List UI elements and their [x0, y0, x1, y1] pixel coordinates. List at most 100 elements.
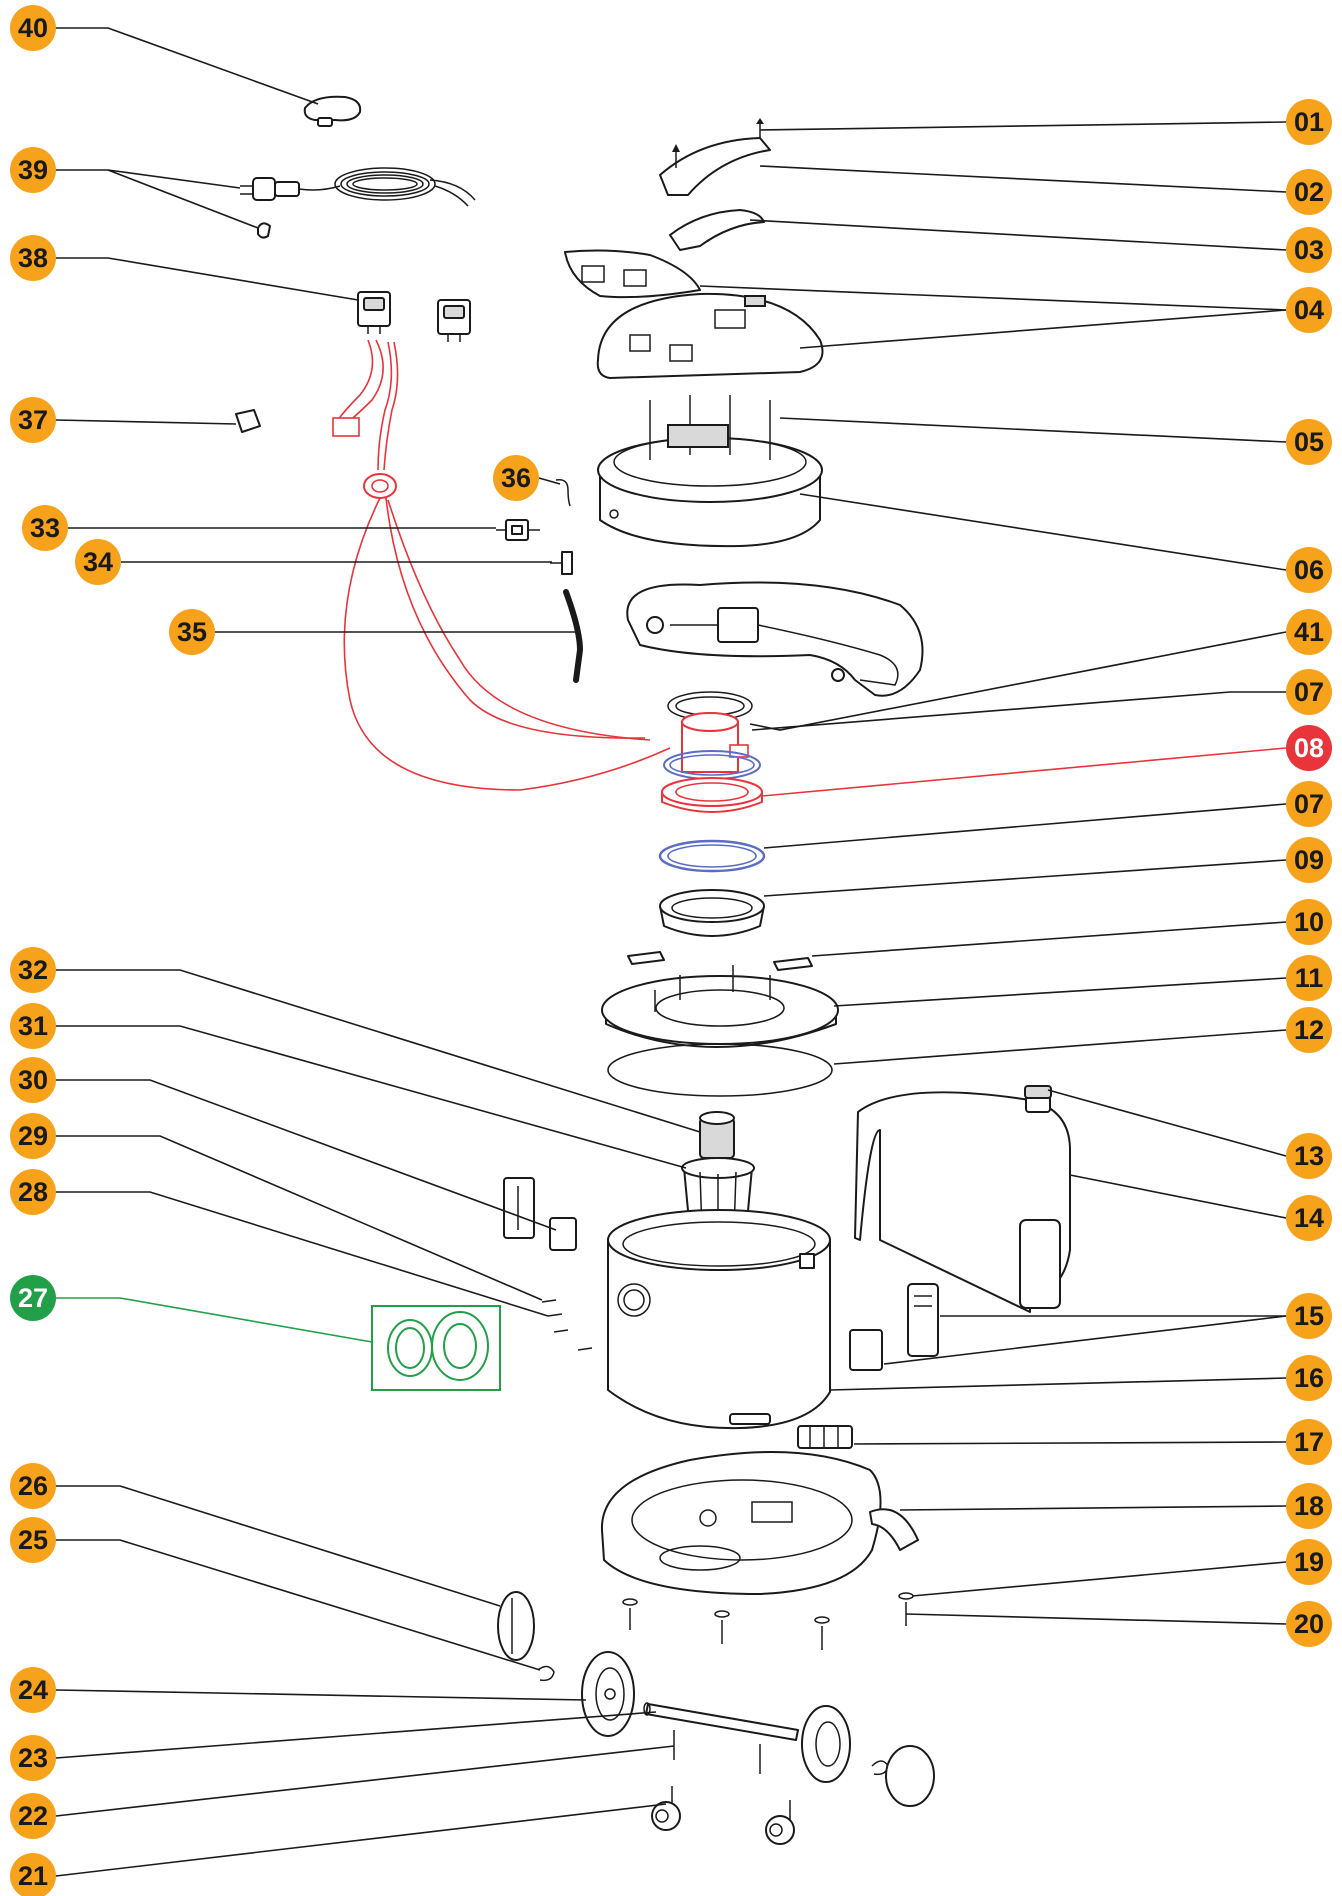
- callout-circle-21: [10, 1853, 56, 1896]
- callout-circle-07b: [1286, 781, 1332, 827]
- part-41-motor: [626, 581, 924, 697]
- callout-label-26: 26: [18, 1471, 48, 1501]
- callout-label-06: 06: [1294, 555, 1324, 585]
- leader-line-40: [56, 27, 319, 105]
- callout-badge-21: 21: [10, 1853, 56, 1896]
- leader-line-32: [56, 969, 701, 1133]
- callout-label-05: 05: [1294, 427, 1324, 457]
- callout-circle-29: [10, 1113, 56, 1159]
- part-06-motor-housing: [597, 395, 823, 548]
- callout-badge-26: 26: [10, 1463, 56, 1509]
- part-27-inlet-assembly: [371, 1305, 501, 1391]
- callout-circle-34: [75, 539, 121, 585]
- leader-line-30: [56, 1079, 557, 1231]
- part-23-axle: [643, 1702, 799, 1741]
- part-08-motor-cup: [661, 712, 763, 813]
- leader-line-23: [55, 1711, 657, 1759]
- callout-label-13: 13: [1294, 1141, 1324, 1171]
- callout-circle-15: [1286, 1293, 1332, 1339]
- leader-line-37: [55, 419, 237, 425]
- leader-line-11: [833, 977, 1287, 1007]
- part-04-top-cover: [564, 249, 824, 379]
- callout-badge-18: 18: [1286, 1483, 1332, 1529]
- callout-badge-38: 38: [10, 235, 56, 281]
- leader-line-25: [56, 1539, 541, 1671]
- callout-label-33: 33: [30, 513, 60, 543]
- callout-badge-25: 25: [10, 1517, 56, 1563]
- callout-badge-35: 35: [169, 609, 215, 655]
- callout-circle-01: [1286, 99, 1332, 145]
- part-24-wheel-right: [801, 1705, 935, 1807]
- callout-badge-39: 39: [10, 147, 56, 193]
- callout-badge-03: 03: [1286, 227, 1332, 273]
- callout-circle-31: [10, 1003, 56, 1049]
- leader-line-09: [763, 859, 1287, 897]
- callout-badge-17: 17: [1286, 1419, 1332, 1465]
- leader-line-13: [1047, 1089, 1287, 1157]
- part-34-pin: [550, 551, 573, 575]
- callout-label-34: 34: [83, 547, 113, 577]
- leader-line-18: [899, 1505, 1287, 1511]
- callout-label-12: 12: [1294, 1015, 1324, 1045]
- part-22-screws: [673, 1730, 761, 1774]
- callout-label-10: 10: [1294, 907, 1324, 937]
- leader-line-27: [56, 1297, 373, 1343]
- callout-label-25: 25: [18, 1525, 48, 1555]
- callout-badge-05: 05: [1286, 419, 1332, 465]
- callout-label-30: 30: [18, 1065, 48, 1095]
- callout-label-24: 24: [18, 1675, 48, 1705]
- callout-circle-36: [493, 455, 539, 501]
- part-19-20-screws: [622, 1592, 914, 1650]
- callout-circle-33: [22, 505, 68, 551]
- callout-label-15: 15: [1294, 1301, 1324, 1331]
- callout-label-11: 11: [1295, 963, 1324, 993]
- leader-line-22: [55, 1745, 675, 1817]
- callout-badge-11: 11: [1286, 955, 1332, 1001]
- callout-badge-34: 34: [75, 539, 121, 585]
- callout-badge-24: 24: [10, 1667, 56, 1713]
- callout-badge-02: 02: [1286, 169, 1332, 215]
- callout-circle-20: [1286, 1601, 1332, 1647]
- part-01-screw: [756, 118, 764, 138]
- callout-label-38: 38: [18, 243, 48, 273]
- part-24-wheel: [581, 1651, 635, 1737]
- callout-badge-10: 10: [1286, 899, 1332, 945]
- callout-badge-06: 06: [1286, 547, 1332, 593]
- callout-badge-07b: 07: [1286, 781, 1332, 827]
- leader-line-20: [905, 1613, 1287, 1625]
- part-03-handle-lower: [669, 209, 765, 251]
- leader-line-10: [811, 921, 1287, 957]
- part-36-clip: [555, 478, 571, 507]
- part-35-hose: [563, 589, 584, 683]
- callout-circle-06: [1286, 547, 1332, 593]
- callout-label-04: 04: [1294, 295, 1324, 325]
- callout-circle-04: [1286, 287, 1332, 333]
- callout-label-20: 20: [1294, 1609, 1324, 1639]
- callout-circle-05: [1286, 419, 1332, 465]
- callout-label-17: 17: [1294, 1427, 1324, 1457]
- callout-circle-32: [10, 947, 56, 993]
- part-09-bearing-ring: [659, 889, 765, 937]
- part-33-component: [496, 519, 540, 541]
- leader-line-04: [699, 285, 1287, 311]
- callout-label-35: 35: [177, 617, 207, 647]
- part-38-switches: [357, 291, 471, 342]
- leader-lines: [55, 27, 1287, 1877]
- callout-circle-26: [10, 1463, 56, 1509]
- callout-label-08: 08: [1294, 733, 1324, 763]
- callout-badge-15: 15: [1286, 1293, 1332, 1339]
- callout-badge-04: 04: [1286, 287, 1332, 333]
- leader-line-06: [799, 493, 1287, 571]
- leader-line-38: [56, 257, 359, 301]
- leader-line-36: [538, 477, 561, 485]
- callout-badge-08: 08: [1286, 725, 1332, 771]
- callout-badge-13: 13: [1286, 1133, 1332, 1179]
- part-13-cap: [1024, 1085, 1052, 1099]
- leader-line-12: [833, 1029, 1287, 1065]
- callout-badge-40: 40: [10, 5, 56, 51]
- callout-badge-12: 12: [1286, 1007, 1332, 1053]
- callout-circle-11: [1286, 955, 1332, 1001]
- leader-line-04-b: [799, 309, 1287, 349]
- callout-badge-36: 36: [493, 455, 539, 501]
